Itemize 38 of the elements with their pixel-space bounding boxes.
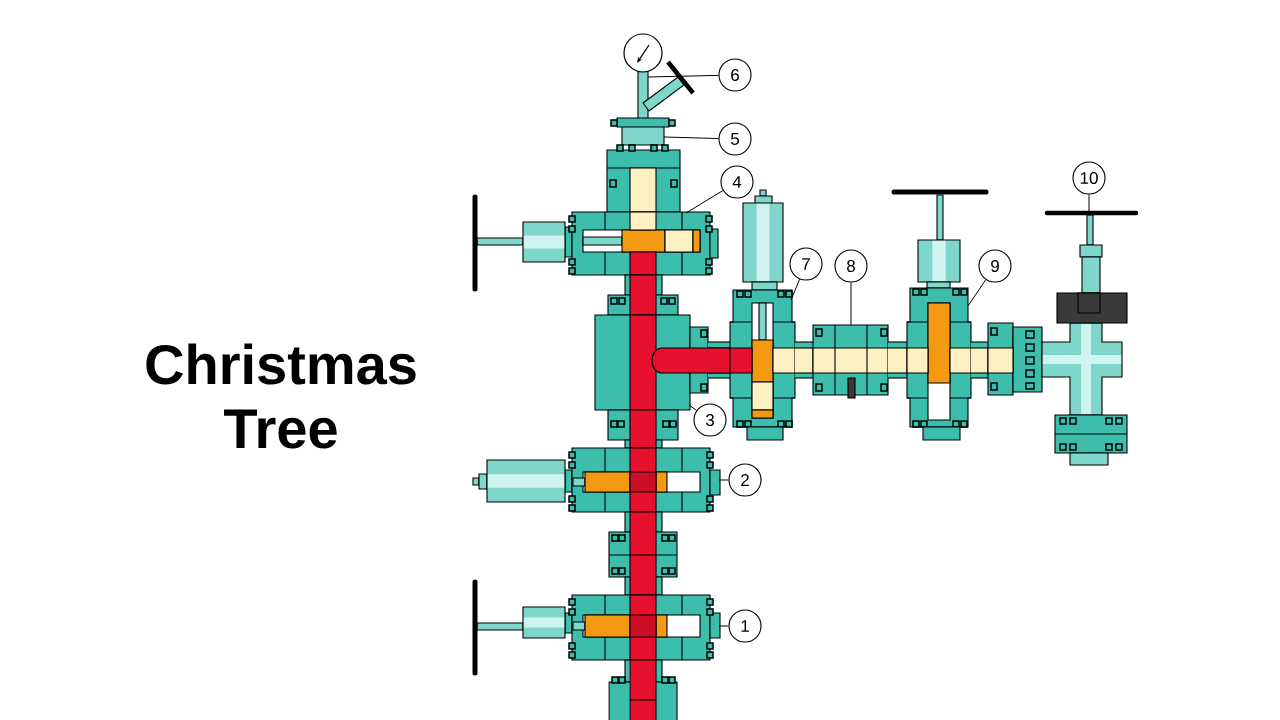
- pipe-flange: [987, 322, 1043, 396]
- leader-line: [850, 282, 852, 326]
- pressure-gauge: [623, 33, 663, 120]
- callout-number: 8: [834, 249, 868, 283]
- callout-number: 6: [718, 58, 752, 92]
- top-flange: [606, 144, 681, 213]
- gate-valve: [568, 594, 721, 661]
- gate-valve: [729, 289, 814, 441]
- callout-number: 2: [728, 463, 762, 497]
- diagram-title: Christmas Tree: [146, 343, 416, 449]
- gate-valve: [568, 447, 721, 513]
- callout-number: 1: [728, 609, 762, 643]
- leader-line: [663, 136, 719, 140]
- leader-line: [1088, 194, 1090, 212]
- flange-spool: [608, 659, 678, 720]
- leader-line: [790, 278, 801, 301]
- callout-number: 3: [693, 403, 727, 437]
- callout-number: 5: [718, 122, 752, 156]
- leader-line: [967, 279, 987, 307]
- flange-spool: [607, 274, 679, 316]
- pipe-flange: [1054, 414, 1128, 466]
- leader-line: [718, 625, 729, 627]
- gate-valve: [906, 287, 989, 441]
- flange-union: [812, 324, 908, 399]
- leader-line: [718, 479, 729, 481]
- gate-valve: [568, 211, 719, 276]
- choke-valve: [1041, 210, 1139, 416]
- tree-cap: [610, 117, 676, 146]
- callout-number: 10: [1072, 161, 1106, 195]
- flange-spool: [607, 409, 679, 449]
- callout-number: 7: [789, 247, 823, 281]
- flange-spool: [608, 511, 678, 596]
- leader-line: [685, 190, 724, 214]
- callout-number: 4: [720, 165, 754, 199]
- flow-cross: [594, 314, 731, 411]
- leader-line: [647, 74, 719, 78]
- leader-line: [688, 404, 698, 411]
- callout-number: 9: [978, 249, 1012, 283]
